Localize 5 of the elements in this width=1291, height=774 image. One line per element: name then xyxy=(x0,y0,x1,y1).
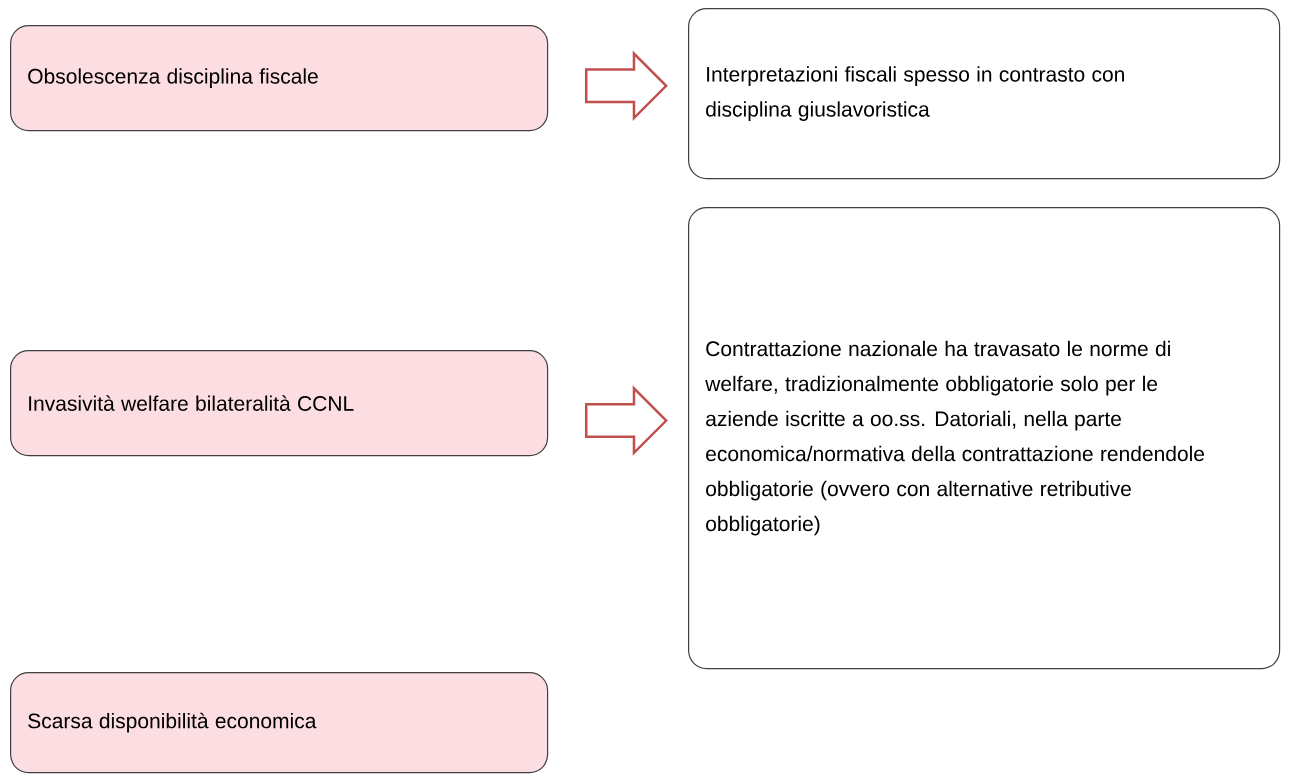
cause-box: Invasività welfare bilateralità CCNL xyxy=(10,350,549,457)
explanation-box: Interpretazioni fiscali spesso in contrasto con disciplina giuslavoristica xyxy=(688,8,1281,180)
cause-box: Scarsa disponibilità economica xyxy=(10,672,549,774)
cause-box: Obsolescenza disciplina fiscale xyxy=(10,25,549,132)
explanation-box: Contrattazione nazionale ha travasato le norme di welfare, tradizionalmente obbligatorie solo per le aziende iscritte a oo.ss. Datoriali, nella parte economica/normativa della contrattazione rendendole obbligatorie (ovvero con alternative retributive obbligatorie) xyxy=(688,207,1281,670)
